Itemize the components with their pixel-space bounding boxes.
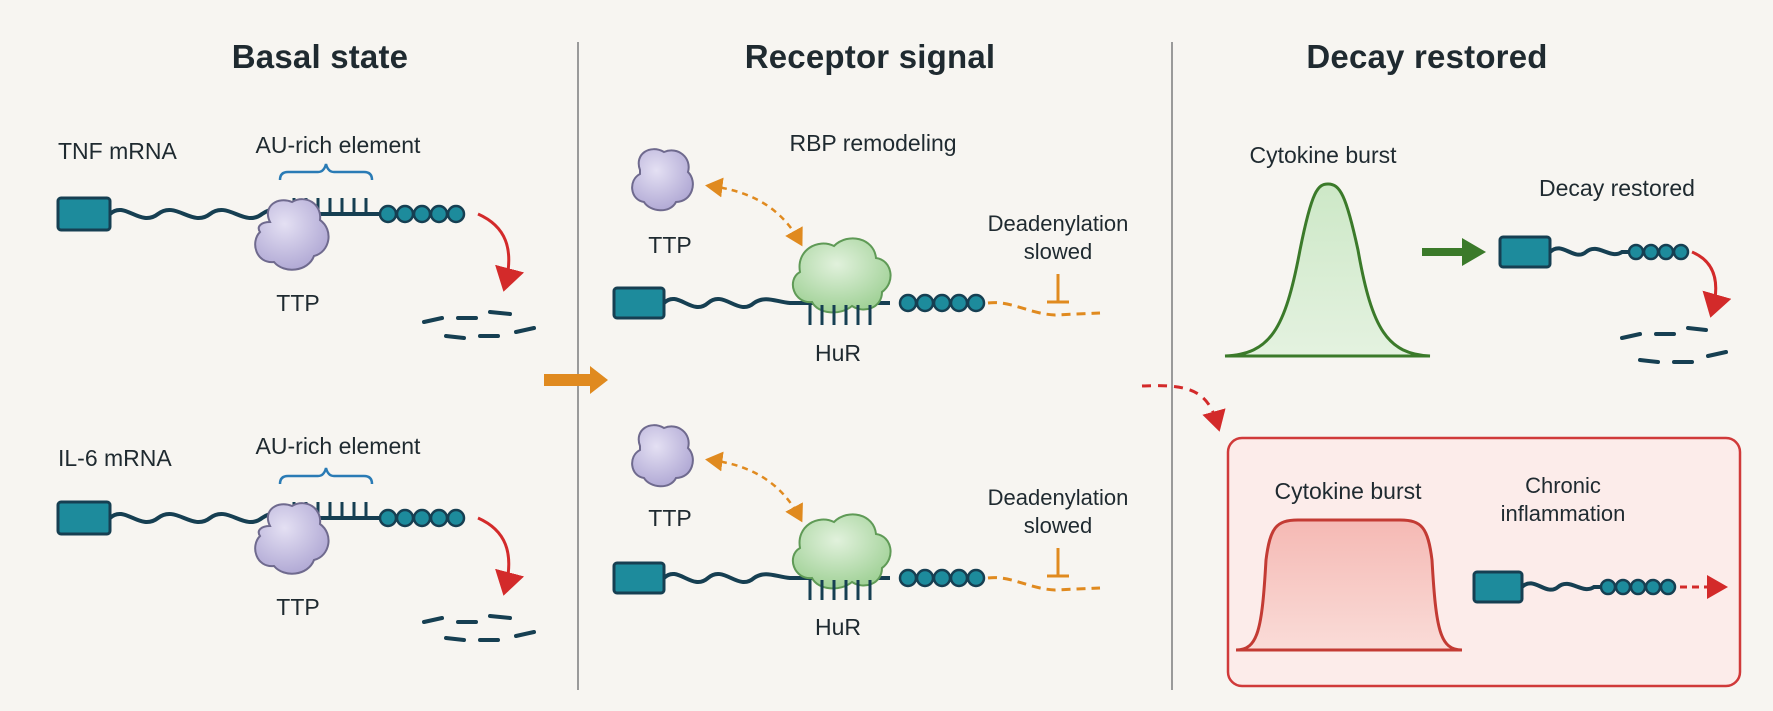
poly-a-tail bbox=[898, 293, 986, 313]
hur-binding-ticks bbox=[808, 580, 872, 600]
green-arrow bbox=[1422, 238, 1486, 266]
ttp-label-receptor-top: TTP bbox=[648, 232, 692, 258]
ttp-label-tnf: TTP bbox=[276, 290, 320, 316]
hur-label-top: HuR bbox=[814, 340, 862, 366]
are-brace bbox=[278, 163, 374, 181]
chronic-inflammation-box bbox=[1226, 436, 1742, 688]
exchange-arrow bbox=[705, 177, 803, 247]
panel-title-decay: Decay restored bbox=[1306, 38, 1548, 75]
cytokine-burst-label-chronic: Cytokine burst bbox=[1274, 478, 1422, 504]
are-label-il6: AU-rich element bbox=[255, 433, 421, 459]
branch-arrow bbox=[1141, 384, 1226, 432]
receptor-top-construct bbox=[612, 148, 1101, 325]
rbp-remodeling-label: RBP remodeling bbox=[789, 130, 957, 156]
mrna-cap-box bbox=[56, 196, 112, 232]
chronic-inflammation-label: Chronic inflammation bbox=[1501, 472, 1626, 528]
inhibition-mark bbox=[1047, 548, 1069, 578]
deadenylation-label-bottom: Deadenylation slowed bbox=[988, 484, 1129, 540]
mrna-strand bbox=[662, 571, 890, 585]
ttp-blob bbox=[254, 502, 330, 575]
hur-blob bbox=[791, 237, 892, 314]
ttp-free bbox=[631, 148, 694, 212]
mrna-strand bbox=[108, 207, 380, 221]
mrna-cap-box bbox=[1472, 570, 1524, 604]
cytokine-burst-plateau bbox=[1235, 518, 1463, 652]
mrna-cap-box bbox=[56, 500, 112, 536]
deadenylation-line2: slowed bbox=[1023, 513, 1093, 538]
degraded-fragments bbox=[422, 310, 536, 340]
mrna-cap-box bbox=[612, 561, 666, 595]
decay-restored-top bbox=[1224, 182, 1732, 364]
ttp-label-receptor-bottom: TTP bbox=[648, 505, 692, 531]
chronic-line1: Chronic bbox=[1525, 473, 1601, 498]
degraded-fragments bbox=[1620, 326, 1728, 364]
hur-blob bbox=[791, 513, 892, 590]
are-brace bbox=[278, 467, 374, 485]
mrna-strand bbox=[662, 296, 890, 310]
ttp-free bbox=[631, 424, 694, 488]
poly-a-tail bbox=[898, 568, 986, 588]
mrna-cap-box bbox=[612, 286, 666, 320]
decay-restored-label: Decay restored bbox=[1539, 175, 1695, 201]
deadenylation-line1: Deadenylation bbox=[987, 211, 1129, 236]
deadenylation-line1: Deadenylation bbox=[987, 485, 1129, 510]
ttp-blob bbox=[254, 198, 330, 271]
slowed-tail bbox=[987, 301, 1101, 317]
transition-arrow bbox=[544, 366, 608, 394]
mrna-strand bbox=[1548, 246, 1632, 257]
poly-a-tail bbox=[378, 508, 466, 528]
mrna-strand bbox=[1520, 581, 1604, 592]
il6-mrna-label: IL-6 mRNA bbox=[58, 445, 172, 471]
cytokine-burst-peak bbox=[1224, 182, 1431, 358]
mrna-strand bbox=[108, 511, 380, 525]
inhibition-mark bbox=[1047, 274, 1069, 304]
decay-arrow bbox=[1691, 250, 1732, 318]
hur-label-bottom: HuR bbox=[814, 614, 862, 640]
degraded-fragments bbox=[422, 614, 536, 642]
hur-binding-ticks bbox=[808, 305, 872, 325]
il6-mrna-construct bbox=[56, 467, 536, 642]
mrna-cap-box bbox=[1498, 235, 1552, 269]
cytokine-burst-label-top: Cytokine burst bbox=[1249, 142, 1397, 168]
deadenylation-line2: slowed bbox=[1023, 239, 1093, 264]
deadenylation-label-top: Deadenylation slowed bbox=[988, 210, 1129, 266]
panel-title-receptor: Receptor signal bbox=[744, 38, 996, 75]
panel-title-basal: Basal state bbox=[231, 38, 409, 75]
tnf-mrna-construct bbox=[56, 163, 536, 340]
are-label-tnf: AU-rich element bbox=[255, 132, 421, 158]
receptor-bottom-construct bbox=[612, 424, 1101, 600]
poly-a-tail bbox=[1627, 243, 1690, 261]
poly-a-tail bbox=[378, 204, 466, 224]
decay-arrow bbox=[477, 212, 525, 292]
chronic-line2: inflammation bbox=[1500, 501, 1626, 526]
poly-a-tail bbox=[1599, 578, 1677, 596]
tnf-mrna-label: TNF mRNA bbox=[58, 138, 177, 164]
decay-arrow bbox=[477, 516, 525, 596]
slowed-tail bbox=[987, 576, 1101, 592]
ttp-label-il6: TTP bbox=[276, 594, 320, 620]
exchange-arrow bbox=[705, 451, 803, 523]
